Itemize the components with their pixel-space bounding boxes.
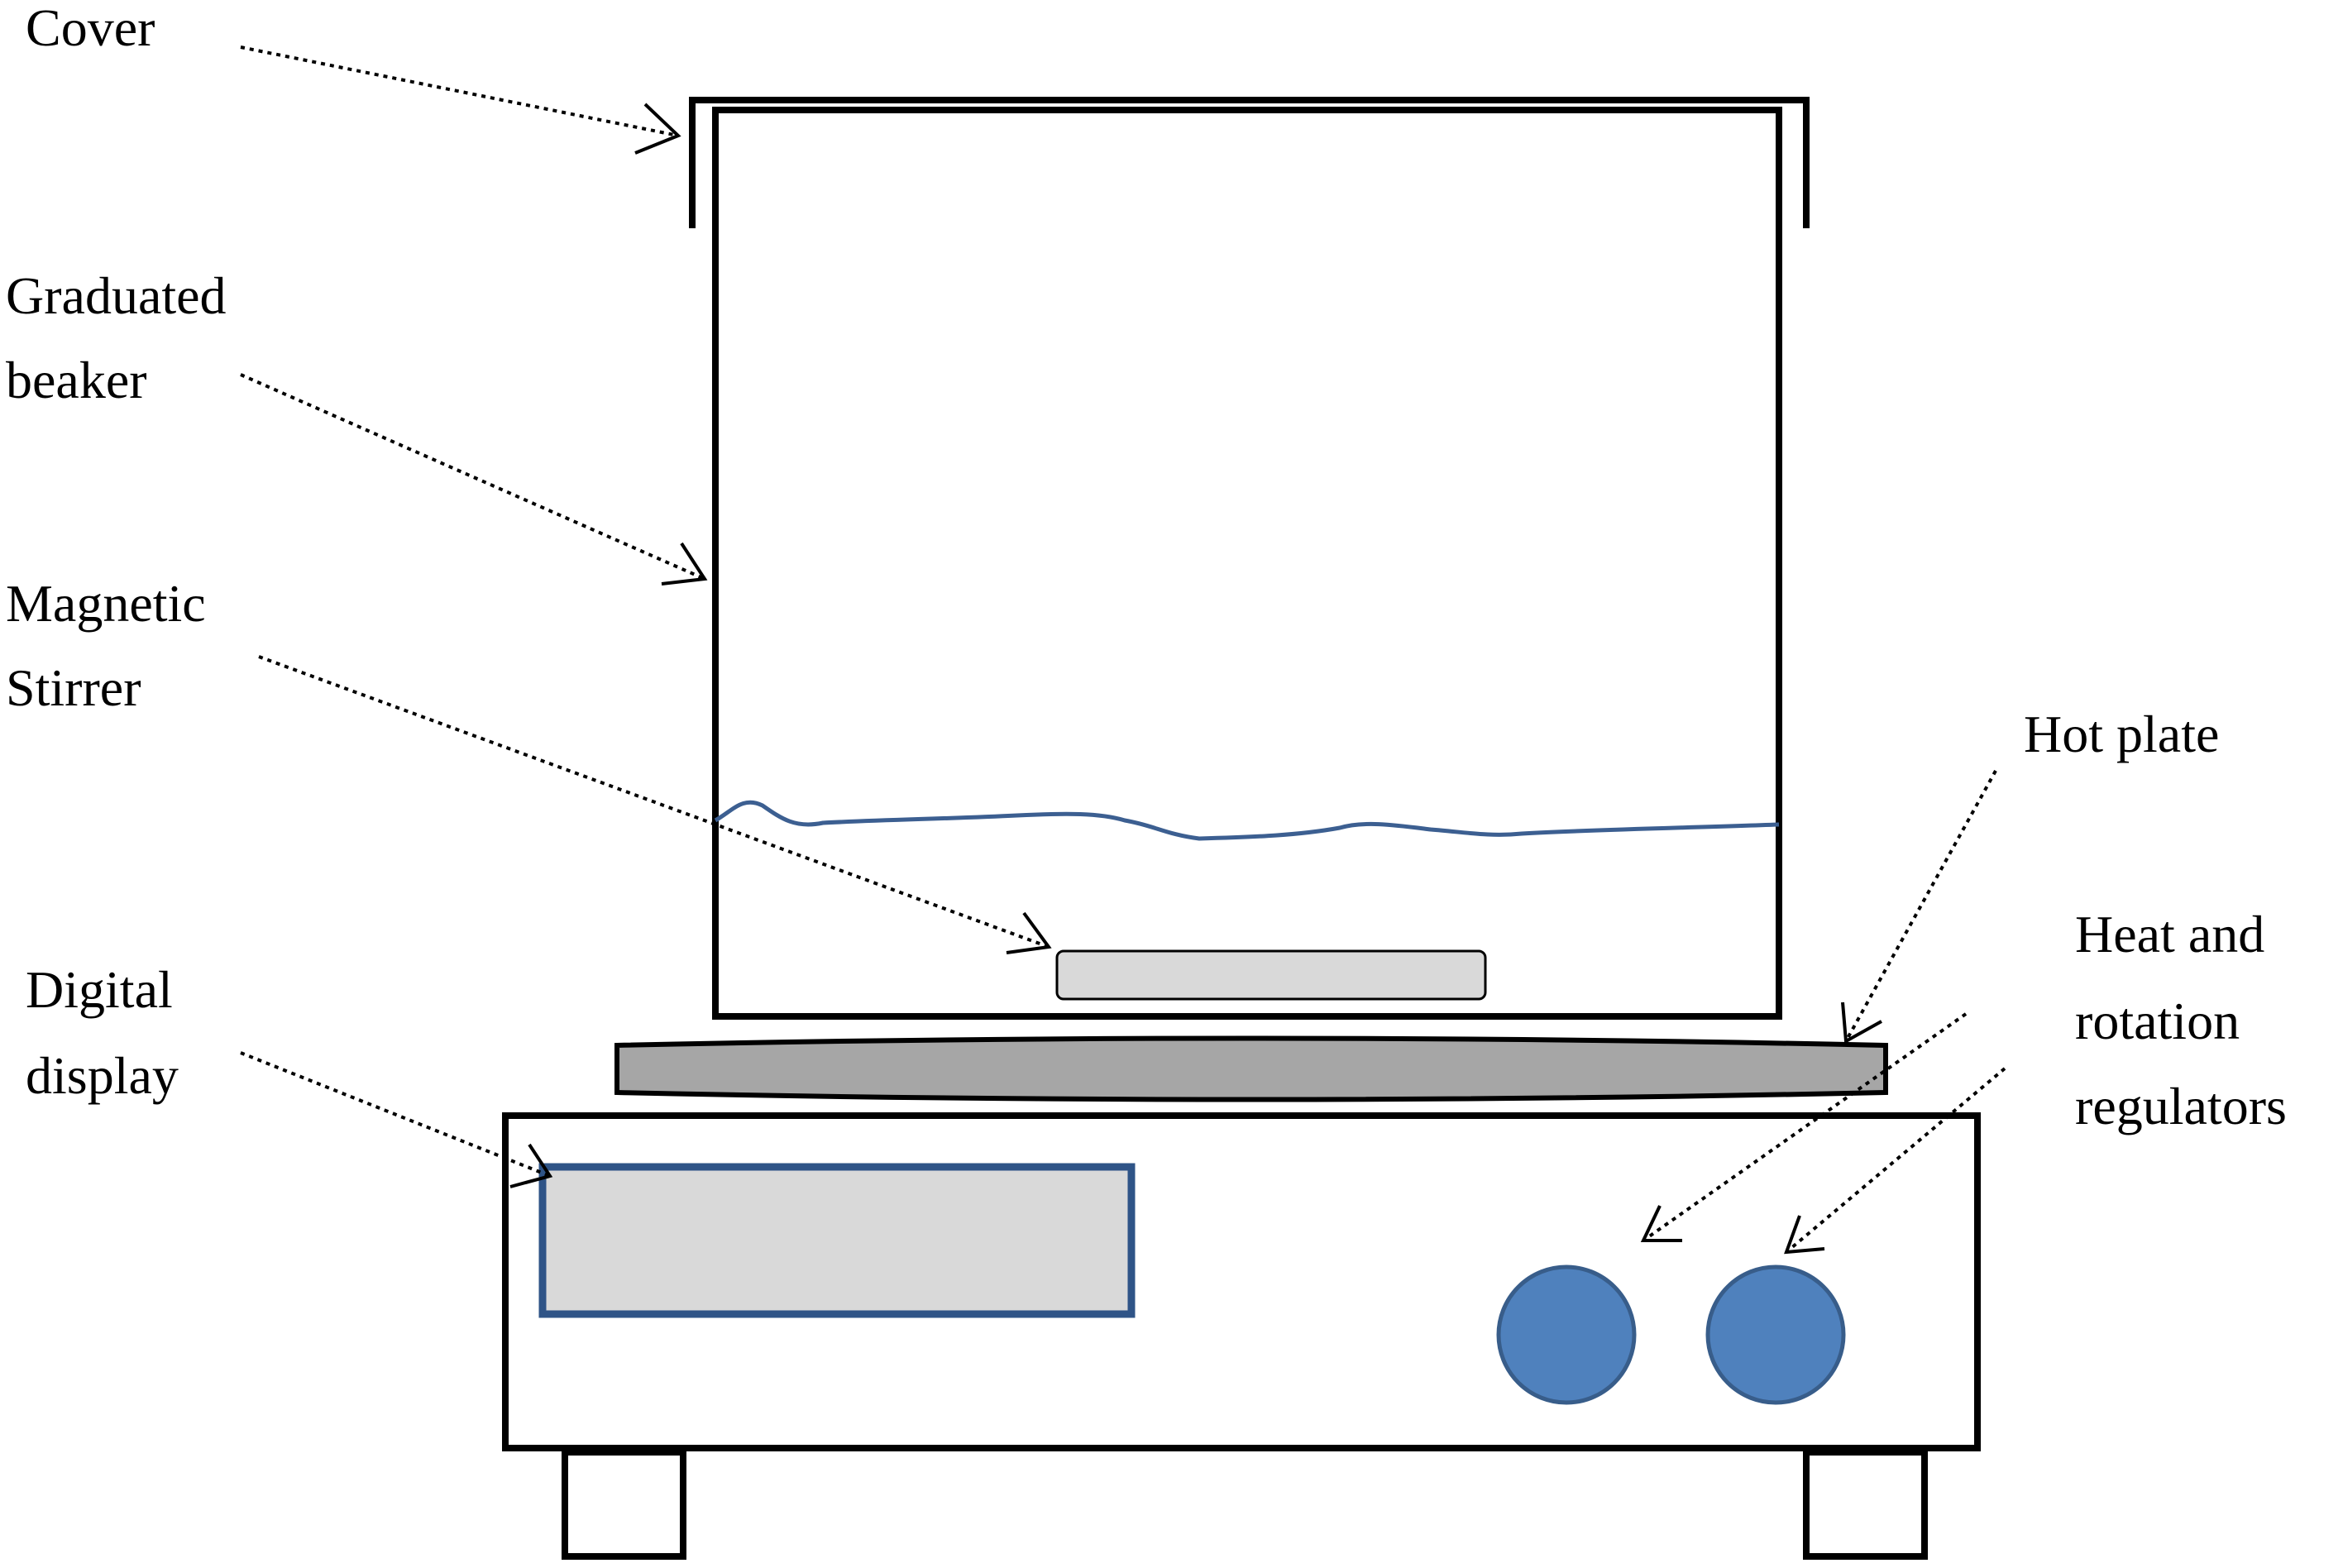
stirrer-leader-line	[258, 655, 1050, 949]
display-arrowhead	[509, 1143, 553, 1188]
right-foot	[1803, 1449, 1928, 1560]
digital-display	[538, 1163, 1136, 1318]
rotation-regulator-leader-line	[1785, 1067, 2006, 1254]
beaker-leader-line	[240, 373, 705, 581]
hot-plate-leader-line	[1844, 770, 1997, 1042]
graduated-beaker	[712, 107, 1782, 1020]
beaker-arrowhead	[661, 542, 708, 586]
cover-arrowhead	[634, 103, 681, 155]
heat-regulator-leader-line	[1642, 1012, 1968, 1242]
hot-plate	[614, 1035, 1888, 1102]
rotation-regulator-knob	[1705, 1264, 1846, 1405]
display-leader-line	[240, 1051, 551, 1178]
magnetic-stir-bar	[1055, 949, 1487, 1001]
label-hot-plate: Hot plate	[2024, 705, 2219, 763]
hot-plate-arrowhead	[1841, 1002, 1882, 1045]
beaker-cover	[689, 97, 1810, 228]
stirrer-arrowhead	[1006, 911, 1052, 954]
label-magnetic-stirrer-line1: Magnetic	[6, 574, 206, 633]
label-magnetic-stirrer-line2: Stirrer	[6, 658, 141, 717]
heat-regulator-knob	[1496, 1264, 1637, 1405]
left-foot	[562, 1449, 686, 1560]
label-graduated-beaker-line1: Graduated	[6, 266, 227, 325]
label-heat-rotation-line1: Heat and	[2075, 905, 2264, 963]
cover-leader-line	[240, 45, 679, 137]
label-graduated-beaker-line2: beaker	[6, 351, 147, 409]
label-digital-display-line2: display	[26, 1046, 179, 1105]
rotation-regulator-arrowhead	[1784, 1215, 1825, 1255]
stirrer-base-unit	[502, 1112, 1981, 1451]
heat-regulator-arrowhead	[1640, 1205, 1682, 1242]
label-cover: Cover	[26, 0, 155, 57]
liquid-surface	[714, 800, 1780, 841]
label-digital-display-line1: Digital	[26, 960, 173, 1019]
label-heat-rotation-line3: regulators	[2075, 1077, 2287, 1135]
label-heat-rotation-line2: rotation	[2075, 992, 2240, 1050]
